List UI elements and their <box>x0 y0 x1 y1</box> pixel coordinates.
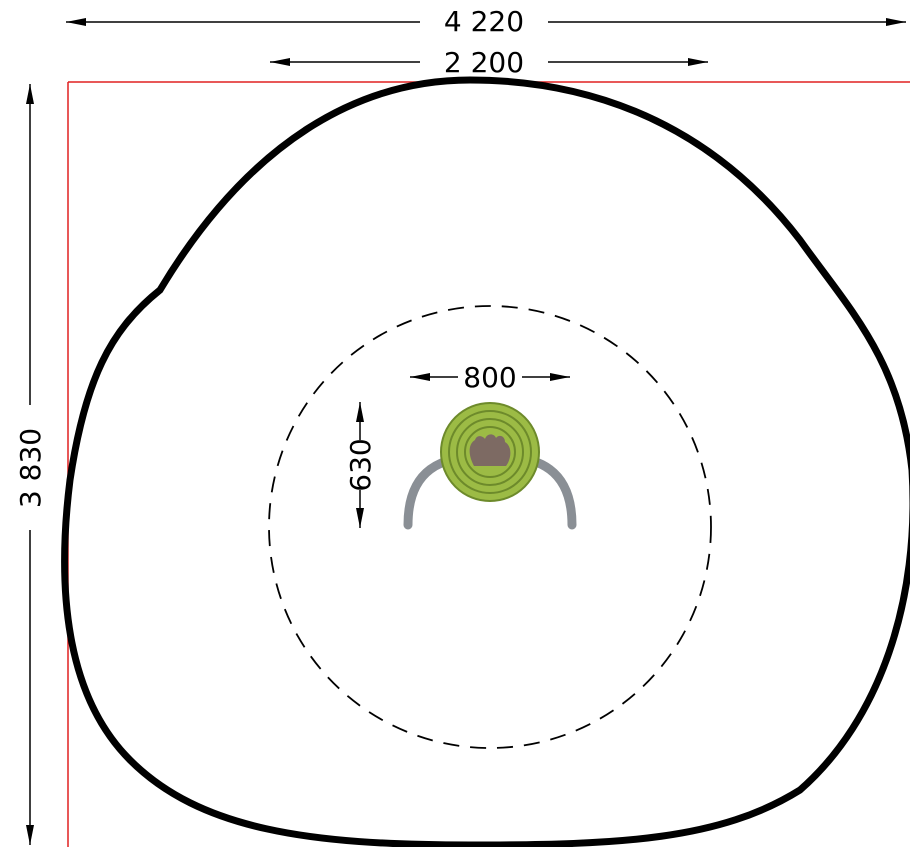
dim-overall-height: 3 830 <box>14 84 47 845</box>
dim-element-width: 800 <box>410 361 570 394</box>
spinner-disc <box>440 402 540 502</box>
disc-ring-3 <box>464 426 516 478</box>
dim-element-depth-label: 630 <box>344 438 377 491</box>
dim-inner-width-label: 2 200 <box>444 46 524 79</box>
grip-shape <box>469 434 511 466</box>
dim-element-width-label: 800 <box>463 361 516 394</box>
dim-overall-height-label: 3 830 <box>14 428 47 508</box>
dim-inner-width: 2 200 <box>270 46 708 79</box>
dim-overall-width: 4 220 <box>66 5 906 38</box>
disc-ring-2 <box>456 418 524 486</box>
dim-element-depth: 630 <box>344 402 377 528</box>
disc-ring-1 <box>448 410 532 494</box>
safety-zone-outline <box>61 76 910 847</box>
dim-overall-width-label: 4 220 <box>444 5 524 38</box>
free-space-circle <box>268 305 712 749</box>
